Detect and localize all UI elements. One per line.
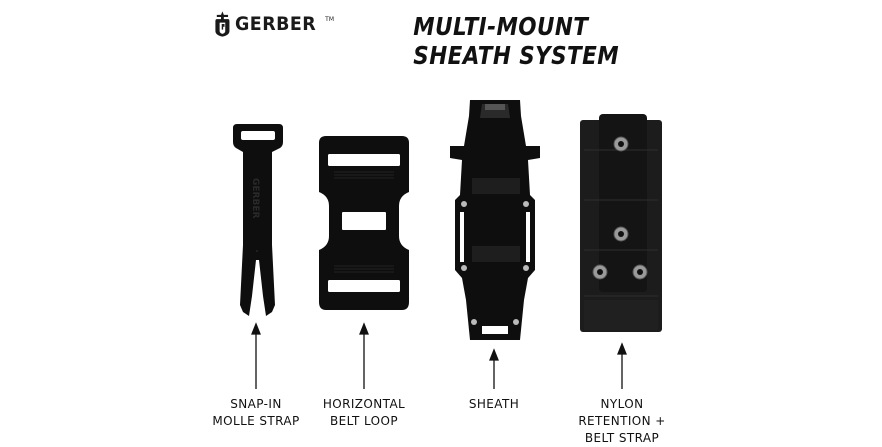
label-horizontal-belt-loop: HORIZONTAL BELT LOOP (304, 396, 424, 430)
brand-logo: GERBER TM (214, 6, 334, 42)
sheath-image (450, 100, 540, 340)
nylon-strap-image (580, 114, 662, 332)
label-line: HORIZONTAL (322, 397, 406, 411)
label-line: MOLLE STRAP (212, 414, 300, 428)
sheath-arrow (489, 348, 499, 389)
nylon-strap-arrow (617, 342, 627, 389)
label-line: NYLON (600, 397, 644, 411)
belt-loop-arrow (359, 322, 369, 389)
label-line: RETENTION + (578, 414, 666, 428)
molle-strap-embossed-text: GERBER (250, 178, 260, 218)
gerber-logo-icon (215, 11, 230, 37)
label-snap-in-molle-strap: SNAP-IN MOLLE STRAP (196, 396, 316, 430)
molle-strap-arrow (251, 322, 261, 389)
label-nylon-retention-belt-strap: NYLON RETENTION + BELT STRAP (562, 396, 682, 447)
label-line: BELT STRAP (584, 431, 660, 445)
brand-name: GERBER (234, 13, 317, 35)
label-line: SNAP-IN (230, 397, 282, 411)
molle-strap-image: GERBER (233, 124, 283, 316)
title-line-1: MULTI-MOUNT (413, 12, 589, 41)
label-line: BELT LOOP (330, 414, 398, 428)
label-sheath: SHEATH (434, 396, 554, 413)
trademark-mark: TM (325, 15, 334, 23)
label-line: SHEATH (468, 397, 520, 411)
belt-loop-image (319, 136, 409, 310)
